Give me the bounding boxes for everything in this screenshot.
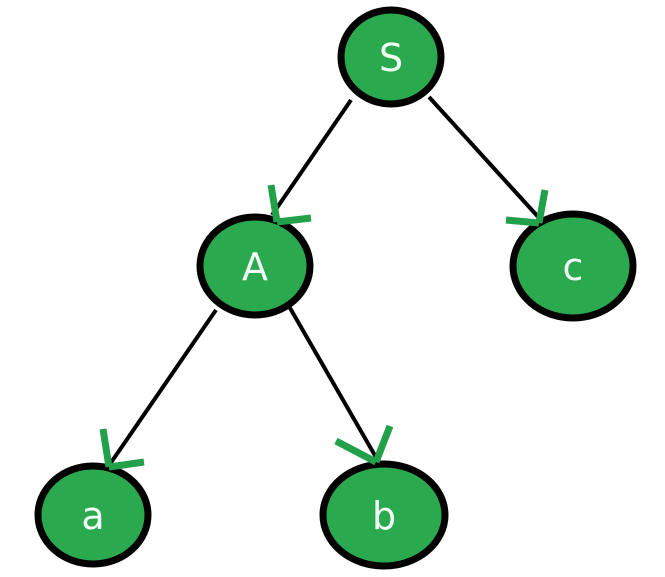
node-c-shape xyxy=(509,210,637,322)
node-s[interactable]: S xyxy=(337,6,445,108)
node-b-leaf-label: b xyxy=(372,494,396,538)
arrowhead-icon-to-a-leaf xyxy=(99,428,145,471)
edge-s-to-c xyxy=(427,95,543,222)
node-s-label: S xyxy=(379,36,403,80)
arrowhead-barb xyxy=(535,189,549,224)
edge-group xyxy=(108,95,543,466)
node-a[interactable]: A xyxy=(196,213,314,319)
arrowhead-barb xyxy=(505,216,540,227)
edge-a-to-a-leaf xyxy=(108,308,218,466)
node-s-shape xyxy=(337,6,445,108)
arrowhead-icon-to-c xyxy=(505,189,549,227)
arrowhead-barb xyxy=(372,424,394,464)
node-a-leaf[interactable]: a xyxy=(34,462,152,568)
arrowhead-barb xyxy=(276,214,312,226)
arrowhead-barb xyxy=(334,437,378,466)
node-c-label: c xyxy=(563,245,584,289)
node-a-leaf-label: a xyxy=(81,494,104,538)
arrowhead-group xyxy=(99,184,549,471)
edge-a-to-b-leaf xyxy=(288,307,379,460)
node-a-label: A xyxy=(242,245,268,289)
edge-s-to-a xyxy=(270,98,353,217)
arrowhead-barb xyxy=(267,184,281,223)
arrowhead-barb xyxy=(99,428,113,468)
arrowhead-icon-to-a xyxy=(267,184,312,226)
node-c[interactable]: c xyxy=(509,210,637,322)
node-a-shape xyxy=(196,213,314,319)
node-b-leaf[interactable]: b xyxy=(319,460,449,570)
node-b-leaf-shape xyxy=(319,460,449,570)
node-a-leaf-shape xyxy=(34,462,152,568)
arrowhead-icon-to-b-leaf xyxy=(334,424,394,466)
arrowhead-barb xyxy=(108,458,145,471)
